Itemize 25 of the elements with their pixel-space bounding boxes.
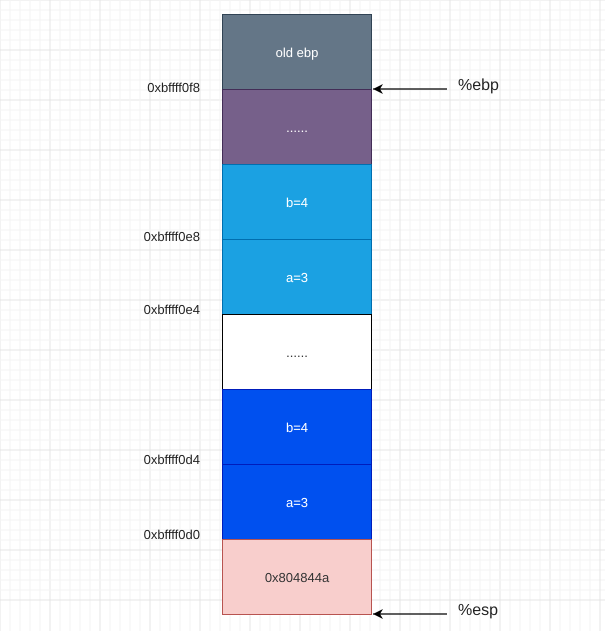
cell-value: ......: [286, 344, 308, 360]
stack-cell: [222, 314, 372, 390]
cell-value: 0x804844a: [264, 570, 330, 584]
cell-value: old ebp: [276, 44, 318, 60]
cell-value: a=3: [286, 494, 308, 510]
address-label: 0xbffff0e8: [142, 229, 200, 244]
stack-cell: [222, 464, 372, 540]
stack-cell: [222, 164, 372, 240]
stack-cell: [222, 89, 372, 165]
cell-value: b=4: [286, 420, 308, 434]
address-label: 0xbffff0d4: [142, 452, 200, 467]
stack-cell: [222, 389, 372, 465]
address-label: 0xbffff0f8: [146, 80, 200, 95]
stack-cell: [222, 239, 372, 315]
register-label: %esp: [458, 602, 498, 620]
cell-value: ......: [286, 120, 308, 134]
stack-cell: [222, 539, 372, 615]
arrow: [373, 609, 447, 619]
cell-value: b=4: [286, 194, 308, 210]
address-label: 0xbffff0d0: [142, 527, 200, 542]
register-label: %ebp: [458, 77, 499, 95]
arrow: [373, 84, 447, 94]
cell-value: a=3: [286, 270, 308, 284]
address-label: 0xbffff0e4: [142, 302, 200, 317]
stack-cell: [222, 14, 372, 90]
